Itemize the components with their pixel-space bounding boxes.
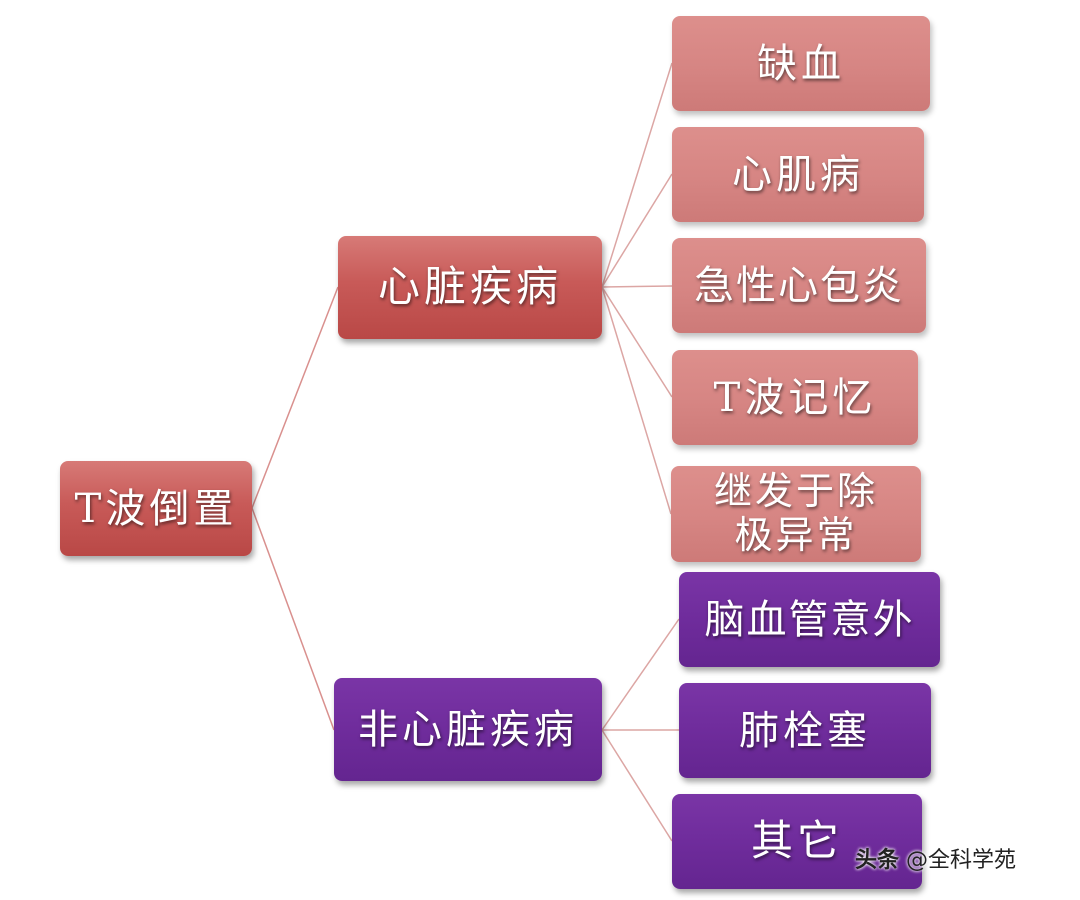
watermark: 头条 @全科学苑 xyxy=(855,842,1016,874)
watermark-brand: 头条 xyxy=(855,848,900,873)
connector-root-heart xyxy=(251,286,339,509)
node-h5-line-2: 极异常 xyxy=(734,513,858,557)
watermark-account: @全科学苑 xyxy=(906,848,1017,873)
connector-heart-h1 xyxy=(601,62,673,288)
connector-heart-h4 xyxy=(601,286,673,398)
connector-heart-h3 xyxy=(601,285,673,288)
node-pulmonary-embolism: 肺栓塞 xyxy=(679,683,931,778)
node-cardiomyopathy: 心肌病 xyxy=(672,127,924,222)
node-secondary-to-depolarization-abnormality: 继发于除 极异常 xyxy=(671,466,921,562)
node-noncardiac-disease: 非心脏疾病 xyxy=(334,678,602,781)
connector-heart-h2 xyxy=(601,173,673,288)
connector-root-nonheart xyxy=(251,507,335,731)
connector-heart-h5 xyxy=(601,286,672,515)
node-acute-pericarditis: 急性心包炎 xyxy=(672,238,926,333)
node-t-wave-memory: T波记忆 xyxy=(672,350,918,445)
node-h5-line-1: 继发于除 xyxy=(713,469,878,514)
connector-nonheart-p1 xyxy=(601,618,680,731)
node-ischemia: 缺血 xyxy=(672,16,930,111)
connector-nonheart-p3 xyxy=(601,729,673,842)
node-root-t-wave-inversion: T波倒置 xyxy=(60,461,252,556)
node-other: 其它 xyxy=(672,794,922,889)
node-cerebrovascular-accident: 脑血管意外 xyxy=(679,572,940,667)
node-cardiac-disease: 心脏疾病 xyxy=(338,236,602,339)
